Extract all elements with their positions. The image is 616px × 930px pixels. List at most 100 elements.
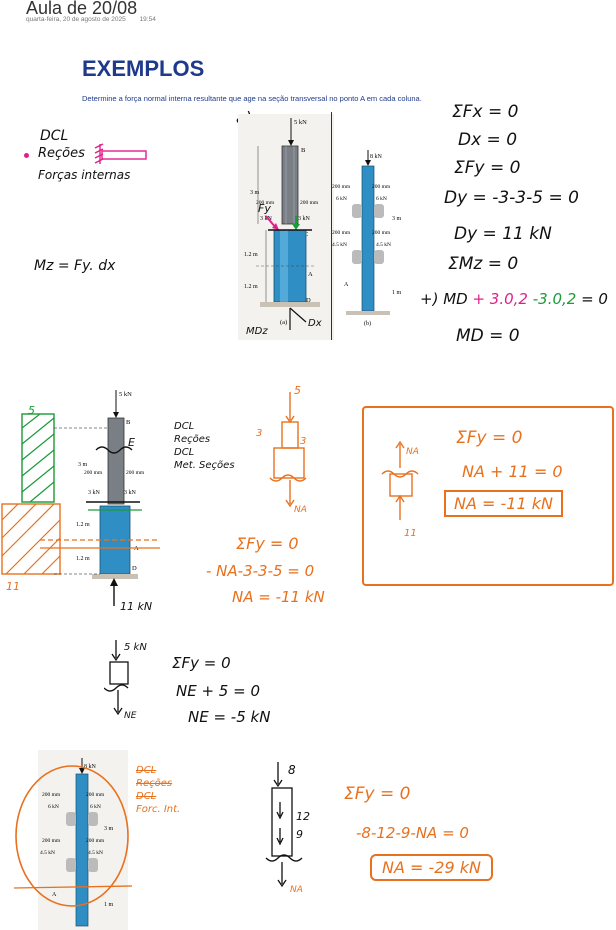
fig-b-load-45-right: 4.5 kN bbox=[376, 242, 391, 248]
bot-load-45-right: 4.5 kN bbox=[88, 850, 103, 856]
bot-note-reacoes: Reções bbox=[136, 778, 173, 789]
fig-a-dim-200-left: 200 mm bbox=[256, 200, 275, 206]
mid-hw-11kn: 11 kN bbox=[120, 600, 152, 613]
box-eq1: ΣFy = 0 bbox=[456, 428, 523, 448]
page-date: quarta-feira, 20 de agosto de 2025 bbox=[26, 16, 126, 23]
e-eq2: NE + 5 = 0 bbox=[176, 682, 260, 700]
note-forcas-internas: Forças internas bbox=[38, 168, 131, 182]
box-fbd-na: NA bbox=[406, 447, 419, 457]
eq-dy-result: Dy = 11 kN bbox=[454, 224, 552, 244]
mid-note-met-secoes: Met. Seções bbox=[174, 460, 235, 471]
eq-moment: +) MD + 3.0,2 -3.0,2 = 0 bbox=[420, 290, 608, 308]
page-time: 19:54 bbox=[139, 16, 156, 23]
figure-a-column: 5 kN B 3 m 200 mm 200 mm 3 kN 3 kN C A D… bbox=[238, 114, 334, 340]
fig-a-dim-12-top: 1.2 m bbox=[244, 252, 258, 258]
eq-dx: Dx = 0 bbox=[458, 130, 518, 150]
eq-dy-line: Dy = -3-3-5 = 0 bbox=[444, 188, 579, 208]
mid-point-d: D bbox=[132, 565, 137, 572]
box-fbd-11: 11 bbox=[404, 528, 417, 539]
fig-a-load-top: 5 kN bbox=[294, 119, 307, 126]
fig-b-load-6-left: 6 kN bbox=[336, 196, 347, 202]
mid-hw-5: 5 bbox=[28, 404, 35, 417]
mid-load-left: 3 kN bbox=[88, 490, 101, 496]
mid-eq-sum: ΣFy = 0 bbox=[236, 534, 299, 553]
bot-fbd-na: NA bbox=[290, 885, 303, 895]
fig-b-dim-1m: 1 m bbox=[392, 290, 402, 296]
mid-hw-11: 11 bbox=[6, 580, 20, 593]
mid-dim-200-right: 200 mm bbox=[126, 470, 145, 476]
e-eq1: ΣFy = 0 bbox=[172, 654, 231, 672]
fig-b-dim-200a: 200 mm bbox=[332, 184, 351, 190]
section-heading: EXEMPLOS bbox=[82, 56, 205, 81]
mid-fbd: 5 3 3 NA bbox=[256, 384, 307, 515]
mid-fbd-left: 3 bbox=[256, 428, 262, 439]
bot-dim-200a: 200 mm bbox=[42, 792, 61, 798]
mid-note-reacoes: Reções bbox=[174, 434, 211, 445]
fig-b-dim-200b: 200 mm bbox=[372, 184, 391, 190]
box-eq3: NA = -11 kN bbox=[444, 490, 563, 517]
fig-b-point-a: A bbox=[344, 282, 349, 288]
bot-note-dcl2: DCL bbox=[136, 791, 157, 802]
bot-dim-1m: 1 m bbox=[104, 902, 114, 908]
fig-b-load-6-right: 6 kN bbox=[376, 196, 387, 202]
bot-dim-200c: 200 mm bbox=[42, 838, 61, 844]
mid-dim-12b: 1.2 m bbox=[76, 556, 90, 562]
fig-b-load-top: 8 kN bbox=[370, 154, 383, 160]
note-reacoes: Reções bbox=[38, 146, 85, 161]
bot-note-dcl: DCL bbox=[136, 765, 157, 776]
mid-eq-result: NA = -11 kN bbox=[232, 588, 325, 606]
eq-moment-pink: + 3.0,2 bbox=[467, 290, 528, 308]
mid-dim-3m: 3 m bbox=[78, 462, 88, 468]
orange-solution-box bbox=[362, 406, 614, 586]
fig-a-point-b: B bbox=[301, 147, 306, 154]
fig-b-dim-200c: 200 mm bbox=[332, 230, 351, 236]
bot-fbd-8: 8 bbox=[288, 763, 296, 777]
note-dcl: DCL bbox=[40, 128, 69, 144]
bot-dim-200d: 200 mm bbox=[86, 838, 105, 844]
bot-fbd-12: 12 bbox=[296, 810, 310, 823]
middle-column-figure: 5 11 5 kN B 3 m 200 mm 200 mm 3 kN 3 kN … bbox=[1, 390, 160, 613]
page-title: Aula de 20/08 bbox=[26, 0, 138, 18]
eq-sum-fy: ΣFy = 0 bbox=[454, 158, 521, 178]
e-load: 5 kN bbox=[124, 642, 147, 653]
mid-hw-e: E bbox=[128, 436, 135, 449]
eq-moment-prefix: +) MD bbox=[420, 290, 468, 308]
bot-eq2: -8-12-9-NA = 0 bbox=[356, 824, 469, 842]
bot-load-top: 8 kN bbox=[84, 764, 97, 770]
fig-a-load-right: 3 kN bbox=[298, 216, 311, 222]
mid-fbd-right: 3 bbox=[300, 436, 306, 447]
fig-a-caption: (a) bbox=[280, 319, 287, 326]
fig-b-caption: (b) bbox=[364, 320, 371, 327]
fig-a-hw-dx: Dx bbox=[308, 318, 322, 329]
support-sketch-icon bbox=[94, 143, 147, 164]
e-ne: NE bbox=[124, 711, 137, 721]
fig-a-load-left: 3 kN bbox=[260, 216, 273, 222]
fig-a-dim-200-right: 200 mm bbox=[300, 200, 319, 206]
bullet-icon bbox=[24, 153, 29, 158]
fig-b-dim-3m: 3 m bbox=[392, 216, 402, 222]
bot-dim-200b: 200 mm bbox=[86, 792, 105, 798]
bottom-column-figure: 8 kN 200 mm 200 mm 6 kN 6 kN 3 m 200 mm … bbox=[13, 750, 133, 930]
box-eq2: NA + 11 = 0 bbox=[462, 462, 563, 481]
mid-fbd-top: 5 bbox=[294, 384, 301, 397]
bot-fbd: 8 12 9 NA bbox=[265, 762, 310, 895]
eq-sum-fx: ΣFx = 0 bbox=[452, 102, 519, 122]
mid-dim-200-left: 200 mm bbox=[84, 470, 103, 476]
bot-dim-3m: 3 m bbox=[104, 826, 114, 832]
mid-note-dcl2: DCL bbox=[174, 447, 195, 458]
fig-a-dim-3m: 3 m bbox=[250, 190, 260, 196]
fig-a-hw-mdz: MDz bbox=[246, 326, 268, 337]
figure-b-column: 8 kN 200 mm 200 mm 6 kN 6 kN 3 m 200 mm … bbox=[332, 150, 402, 327]
mid-point-b: B bbox=[126, 419, 131, 426]
mid-fbd-bottom: NA bbox=[294, 505, 307, 515]
fig-a-dim-12-bottom: 1.2 m bbox=[244, 284, 258, 290]
problem-statement: Determine a força normal interna resulta… bbox=[82, 94, 422, 103]
mid-notes: DCL Reções DCL Met. Seções bbox=[174, 420, 235, 472]
bot-load-45-left: 4.5 kN bbox=[40, 850, 55, 856]
mid-load-right: 3 kN bbox=[124, 490, 137, 496]
note-moment-eq: Mz = Fy. dx bbox=[34, 258, 116, 274]
bot-eq1: ΣFy = 0 bbox=[344, 784, 411, 804]
bot-point-a: A bbox=[52, 892, 57, 898]
eq-md-result: MD = 0 bbox=[456, 326, 520, 346]
fig-a-hw-fy: Fy bbox=[258, 202, 271, 215]
